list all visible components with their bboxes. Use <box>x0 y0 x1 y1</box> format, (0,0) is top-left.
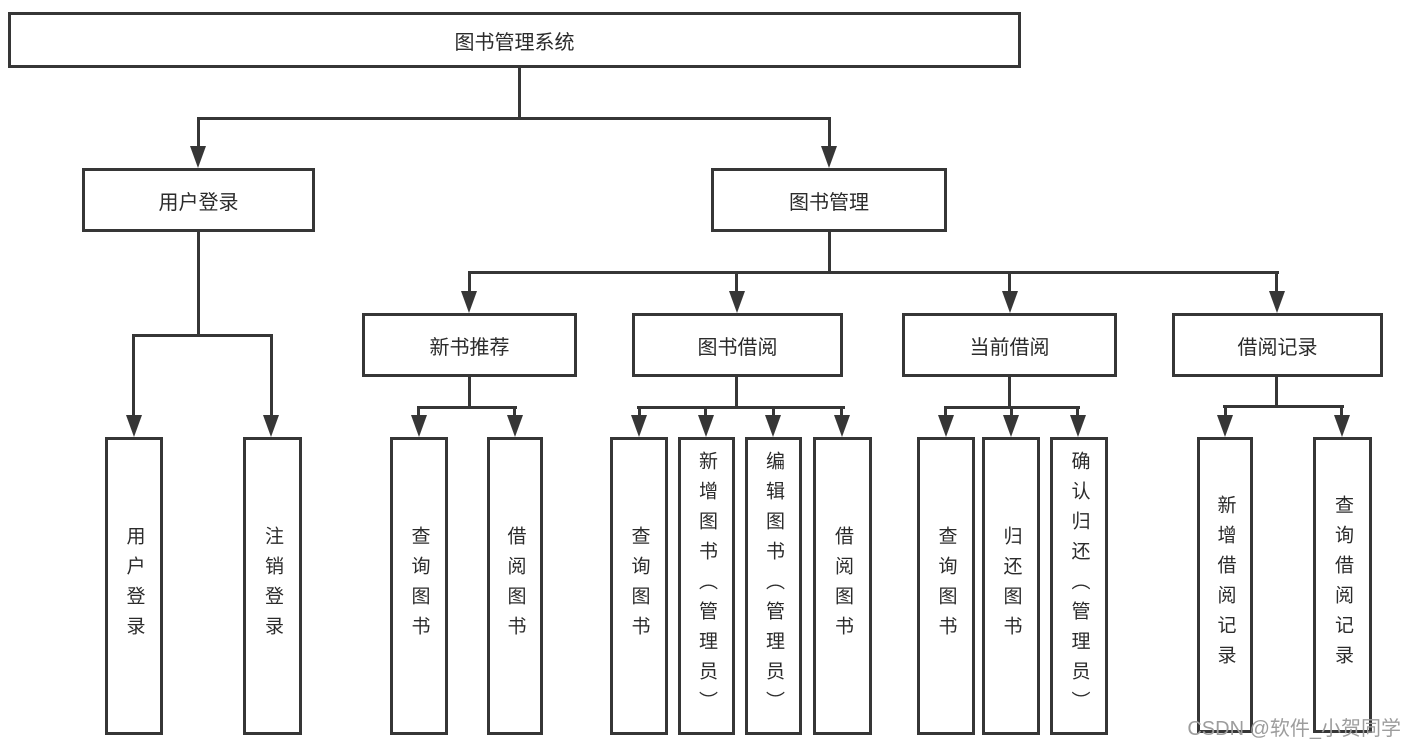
leaf-confirm-return-admin: 确认归还（管理员） <box>1050 437 1108 735</box>
node-book-borrow: 图书借阅 <box>632 313 843 377</box>
leaf-add-books-admin: 新增图书（管理员） <box>678 437 735 735</box>
connector-rec-query-drop <box>417 409 420 417</box>
arrowhead-cb-confirm-return <box>1070 415 1086 437</box>
leaf-current-query-books-label: 查询图书 <box>935 526 957 646</box>
connector-cb-query-drop <box>944 409 947 417</box>
connector-root-stem <box>518 68 521 120</box>
arrowhead-bb-edit-books <box>765 415 781 437</box>
arrowhead-br-add-record <box>1217 415 1233 437</box>
leaf-user-login-label: 用户登录 <box>123 526 145 646</box>
arrowhead-current-borrow <box>1002 291 1018 313</box>
arrowhead-bb-borrow-books <box>834 415 850 437</box>
connector-book-borrow-drop <box>735 274 738 294</box>
connector-br-add-drop <box>1224 408 1227 416</box>
connector-cb-confirm-drop <box>1076 409 1079 417</box>
leaf-recommend-query-books-label: 查询图书 <box>408 526 430 646</box>
connector-cb-return-drop <box>1010 409 1013 417</box>
leaf-current-query-books: 查询图书 <box>917 437 975 735</box>
connector-current-borrow-stem <box>1008 377 1011 409</box>
arrowhead-bb-add-books <box>698 415 714 437</box>
node-current-borrow-label: 当前借阅 <box>969 336 1050 359</box>
leaf-add-borrow-record-label: 新增借阅记录 <box>1214 495 1236 675</box>
connector-user-login-rail <box>132 334 273 337</box>
connector-current-borrow-rail <box>944 406 1080 409</box>
arrowhead-user-login <box>190 146 206 168</box>
arrowhead-rec-query-books <box>411 415 427 437</box>
leaf-borrow-query-books: 查询图书 <box>610 437 668 735</box>
connector-borrow-records-stem <box>1275 377 1278 408</box>
connector-book-mgmt-drop <box>828 120 831 148</box>
node-root-system: 图书管理系统 <box>8 12 1021 68</box>
arrowhead-bb-query-books <box>631 415 647 437</box>
connector-bb-edit-drop <box>772 409 775 417</box>
connector-book-borrow-stem <box>735 377 738 409</box>
node-new-book-recommend-label: 新书推荐 <box>429 336 510 359</box>
node-root-system-label: 图书管理系统 <box>454 31 575 54</box>
leaf-recommend-borrow-books-label: 借阅图书 <box>504 526 526 646</box>
leaf-edit-books-admin: 编辑图书（管理员） <box>745 437 802 735</box>
leaf-user-login: 用户登录 <box>105 437 163 735</box>
node-book-management-label: 图书管理 <box>789 191 869 214</box>
node-borrow-records: 借阅记录 <box>1172 313 1383 377</box>
leaf-return-books: 归还图书 <box>982 437 1040 735</box>
node-new-book-recommend: 新书推荐 <box>362 313 577 377</box>
leaf-recommend-borrow-books: 借阅图书 <box>487 437 543 735</box>
leaf-query-borrow-record: 查询借阅记录 <box>1313 437 1372 733</box>
leaf-edit-books-admin-label: 编辑图书（管理员） <box>763 451 784 721</box>
connector-bb-query-drop <box>638 409 641 417</box>
connector-book-borrow-rail <box>637 406 845 409</box>
connector-rec-borrow-drop <box>513 409 516 417</box>
arrowhead-rec-borrow-books <box>507 415 523 437</box>
arrowhead-leaf-user-login <box>126 415 142 437</box>
connector-recommend-drop <box>468 274 471 294</box>
connector-leaf-user-login-drop <box>132 337 135 417</box>
leaf-borrow-query-books-label: 查询图书 <box>628 526 650 646</box>
csdn-watermark: CSDN @软件_小贺同学 <box>1187 718 1401 740</box>
leaf-confirm-return-admin-label: 确认归还（管理员） <box>1068 451 1090 721</box>
leaf-logout-label: 注销登录 <box>262 526 283 646</box>
node-current-borrow: 当前借阅 <box>902 313 1117 377</box>
connector-bb-add-drop <box>704 409 707 417</box>
leaf-add-borrow-record: 新增借阅记录 <box>1197 437 1253 733</box>
leaf-query-borrow-record-label: 查询借阅记录 <box>1332 495 1353 675</box>
connector-level2-rail <box>197 117 831 120</box>
arrowhead-book-borrow <box>729 291 745 313</box>
leaf-add-books-admin-label: 新增图书（管理员） <box>696 451 717 721</box>
leaf-recommend-query-books: 查询图书 <box>390 437 448 735</box>
connector-br-query-drop <box>1340 408 1343 416</box>
arrowhead-br-query-record <box>1334 415 1350 437</box>
connector-level3-rail <box>468 271 1279 274</box>
connector-bb-borrow-drop <box>840 409 843 417</box>
arrowhead-borrow-records <box>1269 291 1285 313</box>
connector-book-mgmt-stem <box>828 232 831 274</box>
leaf-borrow-books: 借阅图书 <box>813 437 872 735</box>
leaf-return-books-label: 归还图书 <box>1000 526 1022 646</box>
connector-borrow-records-drop <box>1275 274 1278 294</box>
arrowhead-new-book-recommend <box>461 291 477 313</box>
node-user-login-label: 用户登录 <box>158 191 239 214</box>
leaf-borrow-books-label: 借阅图书 <box>832 526 853 646</box>
node-book-management: 图书管理 <box>711 168 947 232</box>
connector-borrow-records-rail <box>1223 405 1344 408</box>
node-book-borrow-label: 图书借阅 <box>697 336 778 359</box>
arrowhead-leaf-logout <box>263 415 279 437</box>
connector-user-login-drop <box>197 120 200 148</box>
node-borrow-records-label: 借阅记录 <box>1237 336 1318 359</box>
connector-current-borrow-drop <box>1008 274 1011 294</box>
connector-recommend-rail <box>417 406 517 409</box>
leaf-logout: 注销登录 <box>243 437 302 735</box>
connector-leaf-logout-drop <box>270 337 273 417</box>
node-user-login: 用户登录 <box>82 168 315 232</box>
connector-user-login-stem <box>197 232 200 337</box>
connector-recommend-stem <box>468 377 471 409</box>
arrowhead-cb-query-books <box>938 415 954 437</box>
arrowhead-cb-return-books <box>1003 415 1019 437</box>
arrowhead-book-mgmt <box>821 146 837 168</box>
